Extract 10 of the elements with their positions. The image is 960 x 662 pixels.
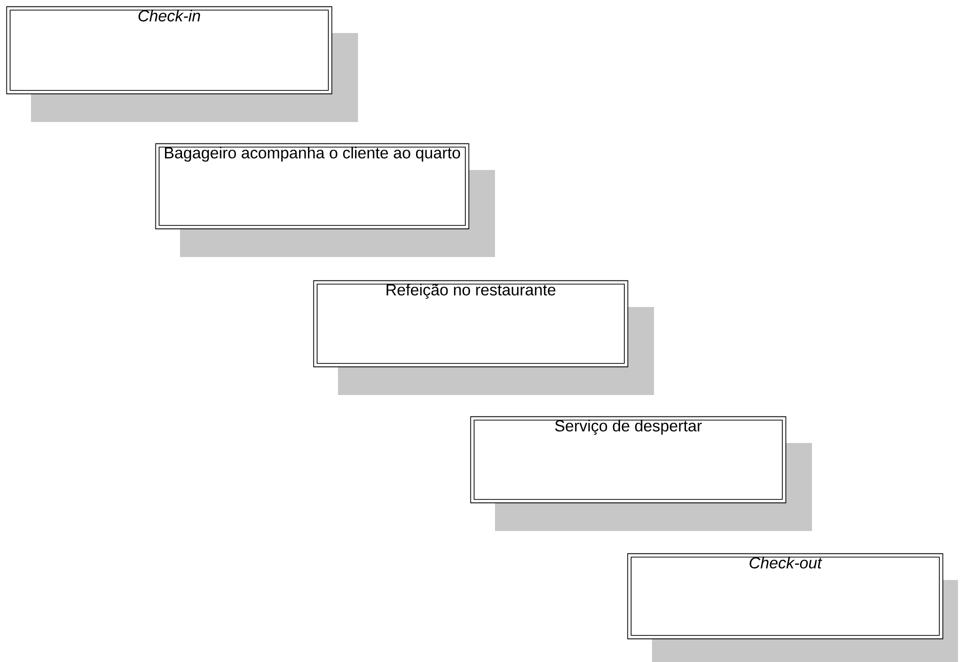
node-label: Check-out <box>750 556 822 568</box>
node-label: Check-in <box>138 10 200 22</box>
process-box: Check-in <box>6 6 358 122</box>
node-label: Serviço de despertar <box>555 420 702 435</box>
process-box: Bagageiro acompanha o cliente ao quarto <box>155 143 495 257</box>
process-box: Refeição no restaurante <box>313 280 654 395</box>
process-box: Serviço de despertar <box>470 416 812 531</box>
node-label: Refeição no restaurante <box>386 284 556 299</box>
process-box: Check-out <box>627 553 958 662</box>
node-label: Bagageiro acompanha o cliente ao quarto <box>165 146 460 162</box>
